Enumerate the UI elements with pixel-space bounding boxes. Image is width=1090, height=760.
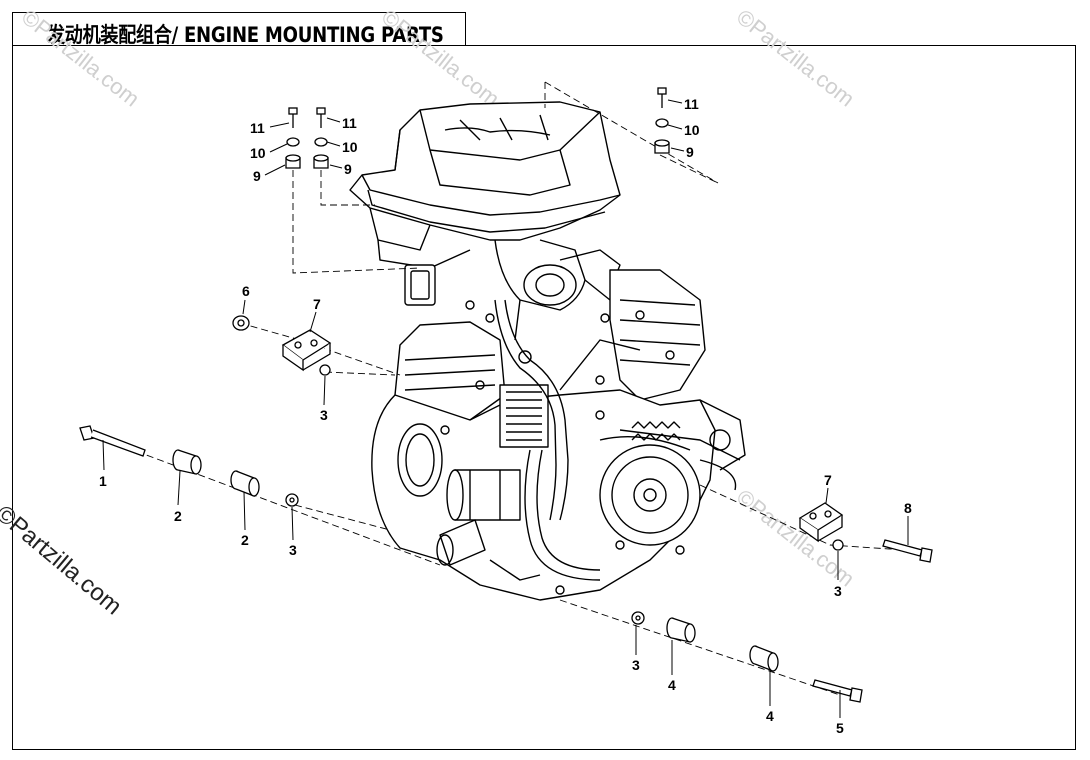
watermark-text: ©Partzilla.com [377, 4, 504, 111]
diagram-frame [12, 45, 1076, 750]
bracket-7-right [798, 502, 844, 543]
callout-3: 3 [289, 542, 297, 558]
callouts: 11 10 9 11 10 9 11 10 9 6 7 3 1 2 2 3 7 … [99, 96, 912, 736]
callout-10: 10 [684, 122, 700, 138]
engine-bolts [440, 300, 685, 595]
callout-10: 10 [250, 145, 266, 161]
washer-10-top-left [286, 137, 300, 147]
callout-2: 2 [174, 508, 182, 524]
callout-6: 6 [242, 283, 250, 299]
callout-3: 3 [834, 583, 842, 599]
leader-lines [84, 81, 906, 696]
title-box: 发动机装配组合/ ENGINE MOUNTING PARTS [12, 12, 466, 47]
bolt-11-top-center [316, 107, 326, 128]
callout-4: 4 [766, 708, 774, 724]
callout-9: 9 [686, 144, 694, 160]
callout-9: 9 [344, 161, 352, 177]
callout-2: 2 [241, 532, 249, 548]
callout-1: 1 [99, 473, 107, 489]
starter-motor [446, 469, 521, 521]
callout-9: 9 [253, 168, 261, 184]
cylinder-heads [394, 269, 706, 421]
washer-10-top-center [314, 137, 328, 147]
bolt-1 [79, 425, 146, 457]
callout-7: 7 [824, 472, 832, 488]
crankcase [371, 389, 746, 601]
bolt-5 [812, 679, 863, 703]
callout-3: 3 [320, 407, 328, 423]
callout-leaders [102, 99, 909, 718]
callout-11: 11 [342, 115, 357, 131]
parts [79, 87, 933, 703]
watermark-text: ©Partzilla.com [732, 484, 859, 591]
oil-cooler [499, 384, 549, 448]
callout-11: 11 [250, 120, 265, 136]
callout-10: 10 [342, 139, 358, 155]
cushion-9-top-left [285, 154, 301, 169]
intake [494, 239, 631, 364]
bushing-2-rear [230, 470, 260, 497]
page-title: 发动机装配组合/ ENGINE MOUNTING PARTS [47, 23, 444, 47]
hoses [494, 299, 737, 581]
spring [631, 421, 681, 441]
bracket-7-left [281, 329, 332, 372]
bolt-8 [882, 539, 933, 563]
callout-5: 5 [836, 720, 844, 736]
bolt-11-top-left [288, 107, 298, 128]
callout-11: 11 [684, 96, 699, 112]
callout-4: 4 [668, 677, 676, 693]
callout-8: 8 [904, 500, 912, 516]
nut-3-rear [631, 611, 645, 625]
engine-illustration [349, 101, 746, 601]
bolt-11-top-right [657, 87, 667, 108]
watermark-text: ©Partzilla.com [732, 4, 859, 111]
bushing-4-front [666, 617, 696, 643]
cushion-9-top-center [313, 154, 329, 169]
callout-3: 3 [632, 657, 640, 673]
callout-7: 7 [313, 296, 321, 312]
bushing-4-rear [749, 645, 779, 672]
watermark-text: ©Partzilla.com [17, 4, 144, 111]
coolant-outlet [436, 519, 541, 581]
cushion-9-top-right [654, 139, 670, 154]
washer-10-top-right [655, 118, 669, 128]
nut-6 [232, 315, 250, 331]
airbox [349, 101, 621, 306]
nut-3-front [285, 493, 299, 507]
nut-3-left-bracket [319, 364, 331, 376]
bushing-2-front [172, 449, 202, 475]
nut-3-right-bracket [832, 539, 844, 551]
